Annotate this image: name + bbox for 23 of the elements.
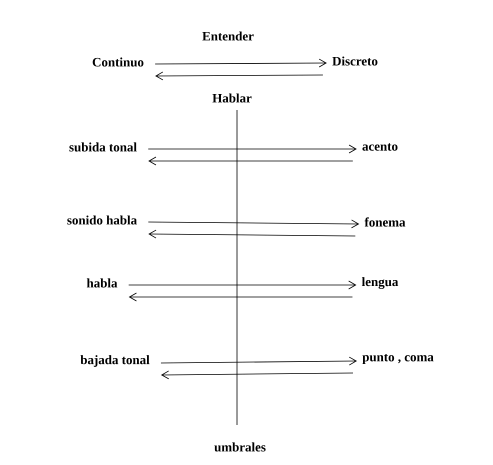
term-label: habla xyxy=(86,278,118,288)
arrow xyxy=(148,156,354,166)
arrow xyxy=(148,144,357,154)
term-label: acento xyxy=(362,143,398,151)
arrow xyxy=(148,220,360,228)
arrow xyxy=(160,370,354,380)
term-label: sonido habla xyxy=(67,215,137,225)
term-label: lengua xyxy=(362,277,398,289)
arrow xyxy=(128,292,353,302)
arrow xyxy=(155,72,324,80)
term-label: punto , coma xyxy=(362,354,434,364)
term-label: bajada tonal xyxy=(80,355,150,367)
arrow xyxy=(148,230,356,238)
arrow xyxy=(160,356,357,366)
arrow xyxy=(128,280,356,290)
axis-label: Entender xyxy=(202,31,254,41)
arrow xyxy=(154,58,327,68)
term-label: subida tonal xyxy=(69,142,137,152)
axis-label: Hablar xyxy=(212,93,252,103)
term-label: Continuo xyxy=(92,57,144,67)
axis-label: umbrales xyxy=(214,442,266,452)
term-label: Discreto xyxy=(332,56,378,66)
term-label: fonema xyxy=(364,217,406,227)
